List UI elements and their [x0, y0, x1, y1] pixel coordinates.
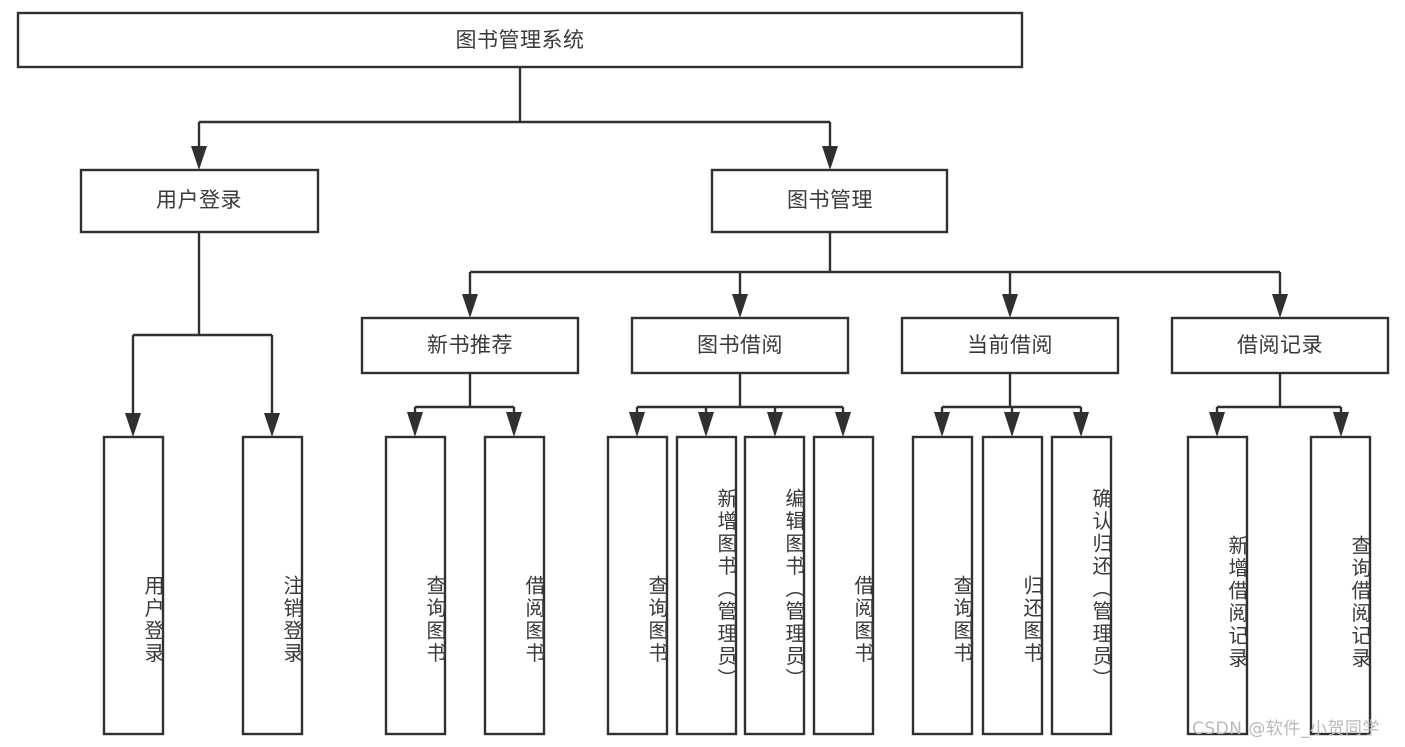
arrow-to-leaf-query-book-2: [629, 412, 645, 437]
arrow-to-book-manage: [822, 146, 838, 170]
arrow-to-leaf-user-login: [125, 413, 141, 437]
node-leaf-borrow-book-1-box[interactable]: [483, 435, 546, 736]
node-current-borrow-label: 当前借阅: [967, 333, 1053, 357]
node-leaf-user-login-box[interactable]: [102, 435, 165, 736]
arrow-to-leaf-add-record: [1209, 412, 1225, 437]
edges-layer: [125, 67, 1349, 437]
node-book-manage-label: 图书管理: [787, 188, 873, 212]
node-book-borrow-box[interactable]: [630, 316, 850, 375]
arrow-to-leaf-return-book: [1004, 412, 1020, 437]
arrow-to-leaf-query-book-3: [934, 412, 950, 437]
arrow-to-leaf-query-record: [1333, 412, 1349, 437]
node-user-login-box[interactable]: [79, 168, 320, 234]
arrow-to-leaf-add-book: [698, 412, 714, 437]
csdn-watermark: CSDN @软件_小贺同学: [1192, 719, 1380, 739]
arrow-to-leaf-borrow-book-2: [835, 412, 851, 437]
node-leaf-query-record-box[interactable]: [1309, 435, 1372, 736]
node-leaf-user-logout-box[interactable]: [241, 435, 304, 736]
node-root-label: 图书管理系统: [456, 28, 585, 52]
node-new-book-recommend-box[interactable]: [360, 316, 580, 375]
arrow-to-leaf-user-logout: [264, 413, 280, 437]
node-borrow-record-label: 借阅记录: [1237, 333, 1323, 357]
node-new-book-recommend-label: 新书推荐: [427, 333, 513, 357]
arrow-to-borrow-record: [1272, 294, 1288, 318]
arrow-to-leaf-borrow-book-1: [506, 412, 522, 437]
nodes-layer: 图书管理系统 用户登录 图书管理 新书推荐 图书借阅 当前借阅 借阅记录: [16, 11, 1390, 736]
node-leaf-add-record-box[interactable]: [1186, 435, 1249, 736]
arrow-to-leaf-confirm-return: [1073, 412, 1089, 437]
arrow-to-user-login: [191, 146, 207, 170]
node-leaf-query-book-2-box[interactable]: [606, 435, 669, 736]
node-user-login-label: 用户登录: [156, 188, 242, 212]
arrow-to-current-borrow: [1002, 294, 1018, 318]
node-root-box[interactable]: [16, 11, 1024, 69]
node-borrow-record-box[interactable]: [1170, 316, 1390, 375]
node-leaf-add-book-box[interactable]: [675, 435, 738, 736]
node-current-borrow-box[interactable]: [900, 316, 1120, 375]
node-leaf-edit-book-box[interactable]: [743, 435, 806, 736]
arrow-to-leaf-edit-book: [767, 412, 783, 437]
node-book-manage-box[interactable]: [710, 168, 949, 234]
node-book-borrow-label: 图书借阅: [697, 333, 783, 357]
node-leaf-confirm-return-box[interactable]: [1050, 435, 1113, 736]
node-leaf-return-book-box[interactable]: [981, 435, 1044, 736]
node-leaf-query-book-1-box[interactable]: [384, 435, 447, 736]
arrow-to-new-book-recommend: [462, 294, 478, 318]
node-leaf-borrow-book-2-box[interactable]: [812, 435, 875, 736]
arrow-to-leaf-query-book-1: [407, 412, 423, 437]
node-leaf-query-book-3-box[interactable]: [911, 435, 974, 736]
arrow-to-book-borrow: [732, 294, 748, 318]
